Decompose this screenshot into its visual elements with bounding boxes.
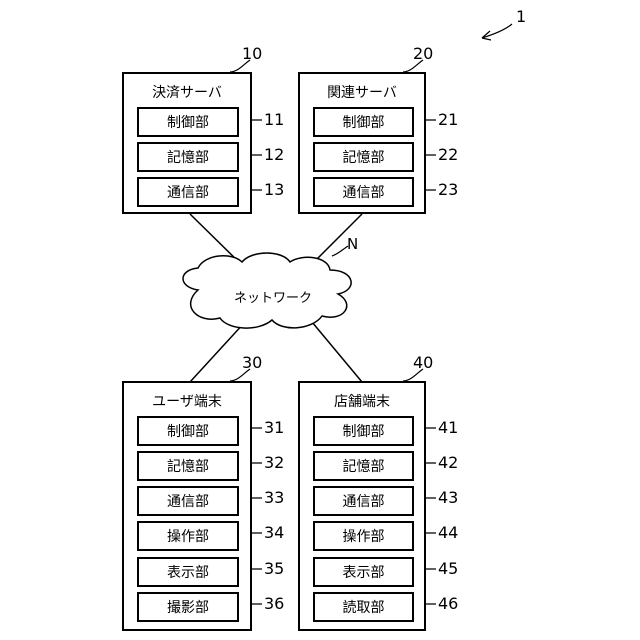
settlement-server-storage-unit: 記憶部	[137, 142, 239, 172]
related-server-storage-unit: 記憶部	[313, 142, 414, 172]
user-terminal-storage-unit: 記憶部	[137, 451, 239, 481]
settlement-communication-ref: 13	[264, 182, 284, 198]
user-display-ref: 35	[264, 561, 284, 577]
user-terminal-box: ユーザ端末 制御部 記憶部 通信部 操作部 表示部 撮影部	[122, 381, 252, 631]
related-server-communication-unit: 通信部	[313, 177, 414, 207]
store-terminal-reader-unit: 読取部	[313, 592, 414, 622]
store-terminal-communication-unit: 通信部	[313, 486, 414, 516]
related-server-title: 関連サーバ	[300, 82, 424, 102]
network-ref-leader	[332, 246, 348, 256]
user-terminal-camera-unit: 撮影部	[137, 592, 239, 622]
user-terminal-title: ユーザ端末	[124, 391, 250, 411]
user-storage-ref: 32	[264, 455, 284, 471]
network-ref: N	[347, 236, 358, 252]
user-communication-ref: 33	[264, 490, 284, 506]
user-control-ref: 31	[264, 420, 284, 436]
related-communication-ref: 23	[438, 182, 458, 198]
store-display-ref: 45	[438, 561, 458, 577]
store-reader-ref: 46	[438, 596, 458, 612]
store-terminal-box: 店舗端末 制御部 記憶部 通信部 操作部 表示部 読取部	[298, 381, 426, 631]
user-terminal-communication-unit: 通信部	[137, 486, 239, 516]
related-storage-ref: 22	[438, 147, 458, 163]
store-communication-ref: 43	[438, 490, 458, 506]
settlement-server-box: 決済サーバ 制御部 記憶部 通信部	[122, 72, 252, 214]
related-control-ref: 21	[438, 112, 458, 128]
user-terminal-control-unit: 制御部	[137, 416, 239, 446]
related-server-control-unit: 制御部	[313, 107, 414, 137]
settlement-server-ref: 10	[242, 46, 262, 62]
system-ref: 1	[516, 9, 526, 25]
user-operation-ref: 34	[264, 525, 284, 541]
related-server-ref: 20	[413, 46, 433, 62]
link-user-network	[190, 322, 245, 382]
settlement-storage-ref: 12	[264, 147, 284, 163]
network-label: ネットワーク	[234, 287, 312, 306]
store-storage-ref: 42	[438, 455, 458, 471]
store-operation-ref: 44	[438, 525, 458, 541]
store-terminal-operation-unit: 操作部	[313, 521, 414, 551]
settlement-server-title: 決済サーバ	[124, 82, 250, 102]
settlement-server-communication-unit: 通信部	[137, 177, 239, 207]
store-terminal-control-unit: 制御部	[313, 416, 414, 446]
user-terminal-display-unit: 表示部	[137, 557, 239, 587]
link-store-network	[312, 322, 362, 382]
store-control-ref: 41	[438, 420, 458, 436]
store-terminal-storage-unit: 記憶部	[313, 451, 414, 481]
system-arrow	[482, 24, 512, 38]
settlement-server-control-unit: 制御部	[137, 107, 239, 137]
user-terminal-ref: 30	[242, 355, 262, 371]
related-server-box: 関連サーバ 制御部 記憶部 通信部	[298, 72, 426, 214]
store-terminal-display-unit: 表示部	[313, 557, 414, 587]
settlement-control-ref: 11	[264, 112, 284, 128]
store-terminal-ref: 40	[413, 355, 433, 371]
user-terminal-operation-unit: 操作部	[137, 521, 239, 551]
user-camera-ref: 36	[264, 596, 284, 612]
store-terminal-title: 店舗端末	[300, 391, 424, 411]
